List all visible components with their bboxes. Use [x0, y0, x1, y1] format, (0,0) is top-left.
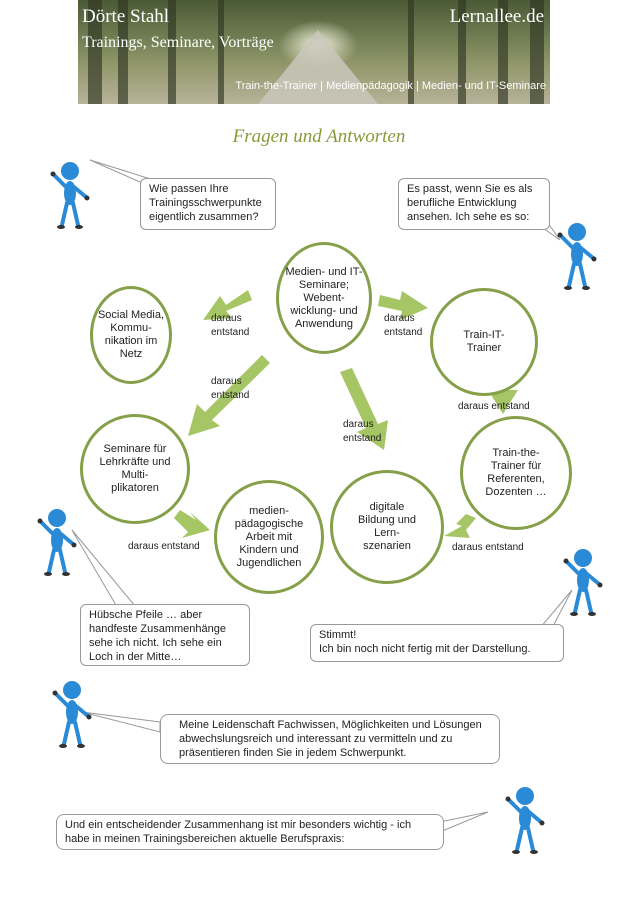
question-bubble-2: Hübsche Pfeile … aber handfeste Zusammen… — [80, 604, 250, 666]
banner-tree — [88, 0, 102, 104]
node-medien: medien-pädagogische Arbeit mit Kindern u… — [214, 480, 324, 594]
header-banner: Dörte Stahl Lernallee.de Trainings, Semi… — [78, 0, 550, 104]
banner-tree — [218, 0, 224, 104]
node-digitale: digitale Bildung und Lern-szenarien — [330, 470, 444, 584]
node-train-it-label: Train-IT-Trainer — [463, 329, 505, 354]
banner-tree — [458, 0, 466, 104]
person-icon — [50, 679, 94, 750]
banner-tree — [408, 0, 414, 104]
node-medien-label: medien-pädagogische Arbeit mit Kindern u… — [234, 504, 304, 569]
arrow-to-social — [203, 290, 252, 320]
edge-label: daraus entstand — [128, 541, 200, 552]
arrow-to-seminare — [188, 355, 270, 436]
header-subtitle: Trainings, Seminare, Vorträge — [82, 34, 274, 51]
page-title: Fragen und Antworten — [232, 126, 406, 147]
edge-label: daraus entstand — [458, 401, 530, 412]
edge-label: daraus entstand — [452, 542, 524, 553]
arrow-to-medien — [174, 510, 210, 538]
arrow-to-digitale-2 — [444, 514, 476, 538]
person-icon — [561, 547, 605, 618]
banner-tree — [118, 0, 128, 104]
edge-label: daraus entstand — [343, 419, 382, 444]
edge-label: daraus entstand — [211, 376, 250, 401]
node-social-label: Social Media, Kommu-nikation im Netz — [97, 309, 165, 360]
banner-tree — [530, 0, 544, 104]
node-ttt-label: Train-the-Trainer für Referenten, Dozent… — [485, 447, 547, 498]
answer-bubble-4: Und ein entscheidender Zusammenhang ist … — [56, 814, 444, 850]
author-name: Dörte Stahl — [82, 6, 170, 27]
person-icon — [555, 221, 599, 292]
answer-bubble-1: Es passt, wenn Sie es als berufliche Ent… — [398, 178, 550, 230]
banner-tree — [168, 0, 176, 104]
node-seminare: Seminare für Lehrkräfte und Multi-plikat… — [80, 414, 190, 524]
site-name[interactable]: Lernallee.de — [449, 6, 544, 27]
answer-bubble-2: Stimmt! Ich bin noch nicht fertig mit de… — [310, 624, 564, 662]
node-train-it: Train-IT-Trainer — [430, 288, 538, 396]
edge-label: daraus entstand — [384, 313, 423, 338]
header-nav[interactable]: Train-the-Trainer | Medienpädagogik | Me… — [235, 80, 546, 92]
node-center-label: Medien- und IT-Seminare; Webent-wicklung… — [285, 265, 363, 330]
node-social: Social Media, Kommu-nikation im Netz — [90, 286, 172, 384]
person-icon — [503, 785, 547, 856]
arrow-to-train-it — [378, 291, 428, 320]
node-seminare-label: Seminare für Lehrkräfte und Multi-plikat… — [99, 443, 171, 494]
answer-bubble-2-line2: Ich bin noch nicht fertig mit der Darste… — [319, 643, 531, 655]
banner-road — [258, 30, 378, 104]
person-icon — [35, 507, 79, 578]
banner-tree — [498, 0, 508, 104]
arrow-to-digitale — [340, 368, 388, 450]
answer-bubble-2-line1: Stimmt! — [319, 629, 357, 641]
node-center: Medien- und IT-Seminare; Webent-wicklung… — [276, 242, 372, 354]
question-bubble-1: Wie passen Ihre Trainingsschwerpunkte ei… — [140, 178, 276, 230]
person-icon — [48, 160, 92, 231]
edge-label: daraus entstand — [211, 313, 250, 338]
answer-bubble-3: Meine Leidenschaft Fachwissen, Möglichke… — [160, 714, 500, 764]
node-digitale-label: digitale Bildung und Lern-szenarien — [357, 501, 417, 552]
node-ttt: Train-the-Trainer für Referenten, Dozent… — [460, 416, 572, 530]
